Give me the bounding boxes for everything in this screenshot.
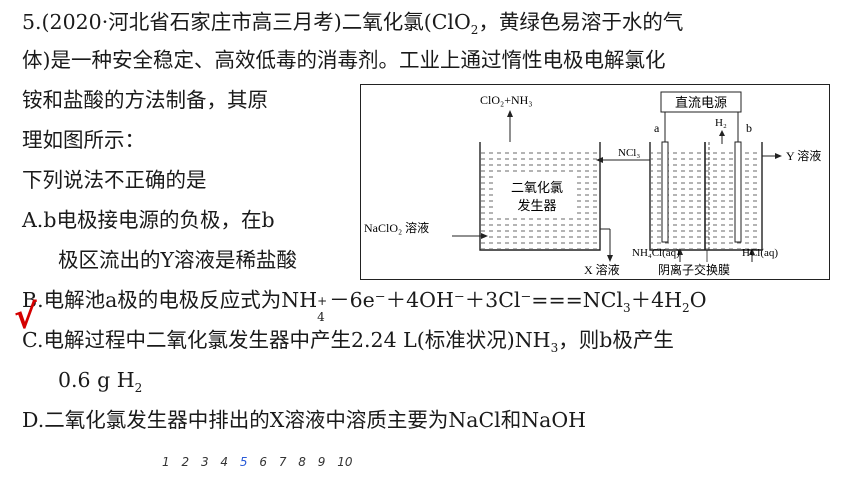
electrode-b bbox=[734, 141, 742, 243]
naclo2-label: NaClO₂ 溶液 bbox=[364, 220, 429, 235]
question-line-1: 5.(2020·河北省石家庄市高三月考)二氧化氯(ClO2，黄绿色易溶于水的气 bbox=[22, 10, 684, 38]
electrode-b-label: b bbox=[746, 121, 752, 135]
membrane-label: 阴离子交换膜 bbox=[658, 262, 730, 277]
page-link[interactable]: 10 bbox=[337, 455, 353, 469]
generator-label-bg bbox=[497, 176, 577, 216]
question-line-2: 体)是一种安全稳定、高效低毒的消毒剂。工业上通过惰性电极电解氯化 bbox=[22, 48, 666, 72]
y-label: Y 溶液 bbox=[786, 148, 821, 163]
question-line-4: 理如图所示： bbox=[22, 128, 145, 152]
page-navigation: 1 2 3 4 5 6 7 8 9 10 bbox=[162, 455, 361, 469]
h2-label: H₂ bbox=[715, 117, 727, 129]
question-line-3: 铵和盐酸的方法制备，其原 bbox=[22, 88, 268, 112]
option-d: D.二氧化氯发生器中排出的X溶液中溶质主要为NaCl和NaOH bbox=[22, 408, 587, 432]
page-link[interactable]: 8 bbox=[298, 455, 306, 469]
generator-label-2: 发生器 bbox=[517, 198, 556, 213]
electrode-a-label: a bbox=[654, 121, 660, 135]
question-line-5: 下列说法不正确的是 bbox=[22, 168, 207, 192]
generator-vessel bbox=[479, 142, 601, 251]
page-link[interactable]: 2 bbox=[181, 455, 190, 469]
option-c-line-1: C.电解过程中二氧化氯发生器中产生2.24 L(标准状况)NH3，则b极产生 bbox=[22, 328, 674, 356]
correct-answer-mark: √ bbox=[14, 297, 37, 337]
option-a-line-2: 极区流出的Y溶液是稀盐酸 bbox=[58, 248, 298, 272]
clo2-nh3-label: ClO₂+NH₃ bbox=[480, 93, 532, 107]
page-link[interactable]: 3 bbox=[200, 455, 209, 469]
electrode-a bbox=[661, 141, 669, 243]
electrolysis-diagram: 二氧化氯 发生器 ClO₂+NH₃ NaClO₂ 溶液 X 溶液 NCl₃ 直流… bbox=[360, 84, 830, 280]
hcl-label: HCl(aq) bbox=[742, 247, 778, 259]
page-link[interactable]: 6 bbox=[259, 455, 267, 469]
page-link[interactable]: 9 bbox=[317, 455, 326, 469]
option-b: B.电解池a极的电极反应式为NH+4－6e⁻＋4OH⁻＋3Cl⁻===NCl3＋… bbox=[22, 288, 707, 324]
page-link[interactable]: 7 bbox=[278, 455, 287, 469]
page-link[interactable]: 1 bbox=[162, 455, 170, 469]
option-c-line-2: 0.6 g H2 bbox=[58, 368, 143, 396]
option-a-line-1: A.b电极接电源的负极，在b bbox=[22, 208, 275, 232]
x-label: X 溶液 bbox=[584, 262, 620, 277]
ncl3-label: NCl₃ bbox=[618, 147, 640, 159]
nh4cl-label: NH₄Cl(aq) bbox=[632, 247, 680, 259]
generator-label-1: 二氧化氯 bbox=[511, 180, 563, 195]
electrolysis-cell bbox=[649, 142, 763, 251]
page-link-current[interactable]: 5 bbox=[239, 455, 248, 469]
power-supply bbox=[660, 91, 742, 113]
power-label: 直流电源 bbox=[675, 95, 727, 110]
page-link[interactable]: 4 bbox=[220, 455, 229, 469]
